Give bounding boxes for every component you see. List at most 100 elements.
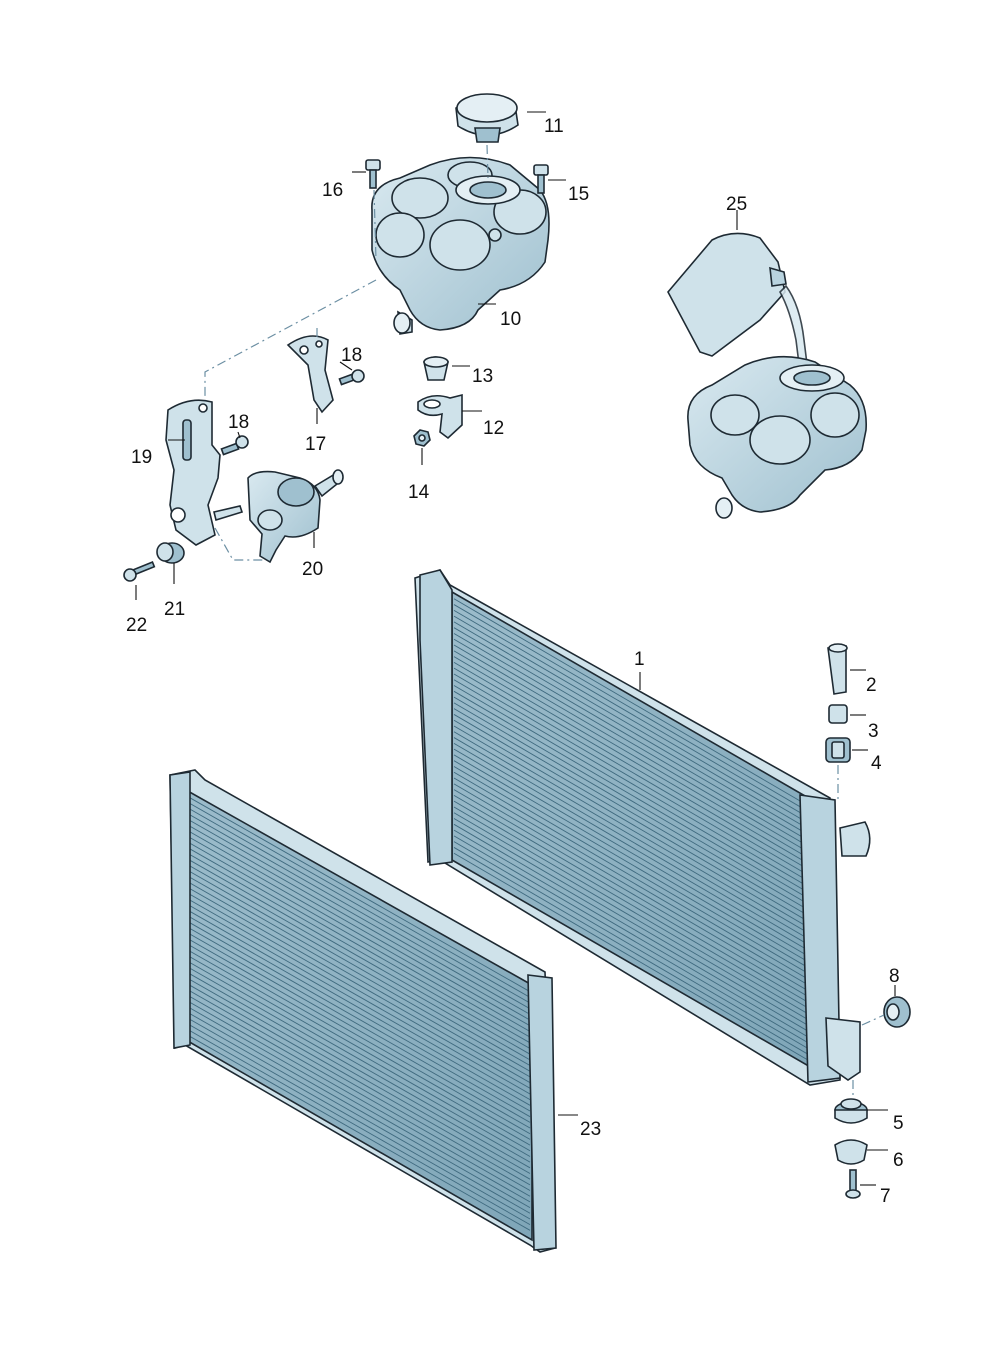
fin-line bbox=[453, 754, 811, 964]
label-part-12: 12 bbox=[483, 418, 504, 439]
label-part-5: 5 bbox=[893, 1113, 904, 1134]
fin-line bbox=[453, 662, 811, 871]
label-part-22: 22 bbox=[126, 615, 147, 636]
fin-line bbox=[453, 725, 811, 935]
fin-line bbox=[453, 667, 811, 877]
leader-lines bbox=[135, 111, 896, 1186]
fin-line bbox=[187, 819, 531, 1015]
radiator-main-fins bbox=[453, 598, 811, 1062]
coolant-tank-filled bbox=[687, 355, 867, 519]
fin-line bbox=[187, 909, 531, 1106]
fin-line bbox=[453, 841, 811, 1051]
bolt-18-lower bbox=[220, 435, 249, 456]
fin-line bbox=[453, 609, 811, 819]
fin-line bbox=[453, 598, 811, 808]
fin-line bbox=[453, 852, 811, 1062]
fin-line bbox=[187, 813, 531, 1010]
label-part-10: 10 bbox=[500, 309, 521, 330]
label-part-18-lower: 18 bbox=[228, 412, 249, 433]
screw-22 bbox=[123, 560, 156, 582]
fin-line bbox=[453, 823, 811, 1033]
fin-line bbox=[187, 875, 531, 1072]
label-part-11: 11 bbox=[544, 116, 564, 137]
fin-line bbox=[187, 972, 531, 1169]
radiator-23-fins bbox=[187, 796, 531, 1231]
fin-line bbox=[453, 737, 811, 946]
bolt-18-upper bbox=[338, 369, 365, 386]
fin-line bbox=[453, 633, 811, 842]
fin-line bbox=[187, 1017, 531, 1214]
fin-line bbox=[187, 1000, 531, 1197]
fin-line bbox=[187, 921, 531, 1118]
clip-2 bbox=[827, 643, 848, 695]
fin-line bbox=[453, 679, 811, 889]
fin-line bbox=[187, 944, 531, 1140]
fin-line bbox=[453, 690, 811, 900]
fin-line bbox=[453, 650, 811, 860]
fin-line bbox=[453, 685, 811, 894]
fin-line bbox=[187, 978, 531, 1174]
fin-line bbox=[453, 696, 811, 906]
fin-line bbox=[187, 915, 531, 1112]
radiator-23 bbox=[169, 769, 557, 1253]
sleeve-3 bbox=[828, 704, 848, 724]
bracket-19 bbox=[165, 399, 244, 546]
fin-line bbox=[453, 702, 811, 912]
fin-line bbox=[187, 989, 531, 1186]
fin-line bbox=[187, 961, 531, 1157]
fin-line bbox=[453, 835, 811, 1045]
fin-line bbox=[453, 742, 811, 952]
fin-line bbox=[187, 796, 531, 993]
label-part-6: 6 bbox=[893, 1150, 904, 1171]
fin-line bbox=[453, 795, 811, 1004]
label-part-19: 19 bbox=[131, 447, 152, 468]
fin-line bbox=[187, 830, 531, 1027]
label-part-2: 2 bbox=[866, 675, 877, 696]
fin-line bbox=[187, 1034, 531, 1231]
fin-line bbox=[187, 801, 531, 998]
mount-6 bbox=[834, 1139, 868, 1165]
fin-line bbox=[453, 818, 811, 1027]
fin-line bbox=[453, 766, 811, 975]
reservoir-cap bbox=[455, 93, 519, 143]
label-part-7: 7 bbox=[880, 1186, 891, 1207]
fin-line bbox=[187, 995, 531, 1191]
label-part-14: 14 bbox=[408, 482, 430, 503]
bolt-16 bbox=[365, 159, 381, 189]
bracket-12 bbox=[417, 393, 463, 440]
fin-line bbox=[187, 898, 531, 1095]
fin-line bbox=[453, 829, 811, 1039]
fin-line bbox=[453, 783, 811, 993]
fin-line bbox=[453, 621, 811, 831]
label-part-3: 3 bbox=[868, 721, 879, 742]
fin-line bbox=[187, 1023, 531, 1220]
fin-line bbox=[187, 892, 531, 1089]
fin-line bbox=[187, 881, 531, 1078]
mount-5 bbox=[834, 1098, 868, 1124]
label-part-16: 16 bbox=[322, 180, 343, 201]
fin-line bbox=[453, 812, 811, 1022]
fin-line bbox=[453, 777, 811, 987]
label-part-13: 13 bbox=[472, 366, 493, 387]
screw-7 bbox=[845, 1169, 861, 1199]
fin-line bbox=[453, 748, 811, 958]
label-part-25: 25 bbox=[726, 194, 747, 215]
bolt-15 bbox=[533, 164, 549, 194]
fin-line bbox=[453, 806, 811, 1016]
rubber-mount-21 bbox=[156, 542, 185, 564]
fin-line bbox=[453, 604, 811, 813]
fin-line bbox=[453, 719, 811, 929]
fin-line bbox=[187, 853, 531, 1049]
fin-line bbox=[187, 847, 531, 1044]
fin-line bbox=[187, 983, 531, 1180]
fin-line bbox=[453, 708, 811, 918]
label-part-1: 1 bbox=[634, 649, 645, 670]
fin-line bbox=[453, 627, 811, 837]
fin-line bbox=[187, 955, 531, 1152]
label-part-21: 21 bbox=[164, 599, 185, 620]
fin-line bbox=[187, 938, 531, 1135]
fin-line bbox=[187, 1006, 531, 1203]
bushing-8 bbox=[883, 996, 911, 1028]
fin-line bbox=[453, 673, 811, 883]
label-part-4: 4 bbox=[871, 753, 882, 774]
